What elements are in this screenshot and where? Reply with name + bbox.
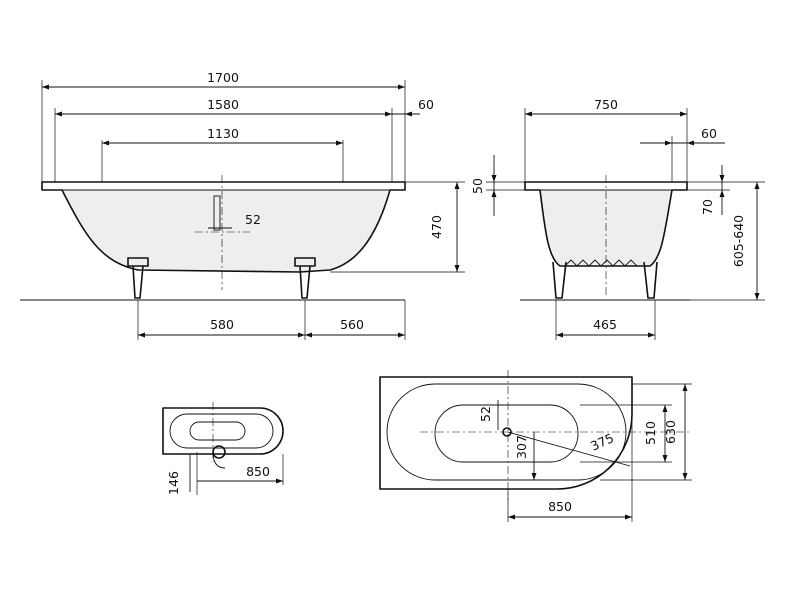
dim-total-height: 605-640 xyxy=(731,215,746,267)
large-plan-outline xyxy=(379,376,633,490)
dim-rim-height: 50 xyxy=(470,178,485,194)
dim-rim-offset: 60 xyxy=(418,97,434,112)
small-plan-dimensions: 146 850 xyxy=(166,452,284,495)
dim-plan-radius: 375 xyxy=(588,430,616,454)
dim-plan-inner-width: 510 xyxy=(643,421,658,445)
dim-rim-depth: 70 xyxy=(700,199,715,215)
side-foot-right xyxy=(643,261,658,299)
front-elevation xyxy=(20,175,406,301)
large-drain-icon xyxy=(502,427,512,437)
dim-foot-spacing: 580 xyxy=(210,317,234,332)
dim-height: 470 xyxy=(429,215,444,239)
dim-plan-length: 850 xyxy=(548,499,572,514)
side-tub-body xyxy=(524,181,688,267)
front-tub-body xyxy=(41,181,406,273)
dim-plan-drain-pos: 307 xyxy=(514,435,529,459)
dim-plan-drain-offset: 52 xyxy=(478,406,493,422)
side-foot-left xyxy=(552,261,567,299)
dim-overall-width: 750 xyxy=(594,97,618,112)
dim-plan-outer-width: 630 xyxy=(663,420,678,444)
small-plan-outline xyxy=(162,407,284,455)
small-plan-view xyxy=(162,402,284,469)
dim-small-offset: 146 xyxy=(166,471,181,495)
front-foot-right xyxy=(294,257,316,299)
dim-inner-length: 1580 xyxy=(207,97,239,112)
dim-small-length: 850 xyxy=(246,464,270,479)
large-plan-dimensions: 52 307 375 510 630 850 xyxy=(478,383,692,522)
side-dimensions: 750 60 50 70 605-640 465 xyxy=(470,97,765,340)
dim-foot-width: 465 xyxy=(593,317,617,332)
dim-side-rim-offset: 60 xyxy=(701,126,717,141)
dim-drain-offset: 52 xyxy=(245,212,261,227)
dim-overall-length: 1700 xyxy=(207,70,239,85)
dim-foot-to-end: 560 xyxy=(340,317,364,332)
front-foot-left xyxy=(127,257,149,299)
dim-bottom-length: 1130 xyxy=(207,126,239,141)
front-dimensions: 1700 1580 60 1130 52 470 580 560 xyxy=(41,70,465,340)
side-elevation xyxy=(520,175,690,301)
